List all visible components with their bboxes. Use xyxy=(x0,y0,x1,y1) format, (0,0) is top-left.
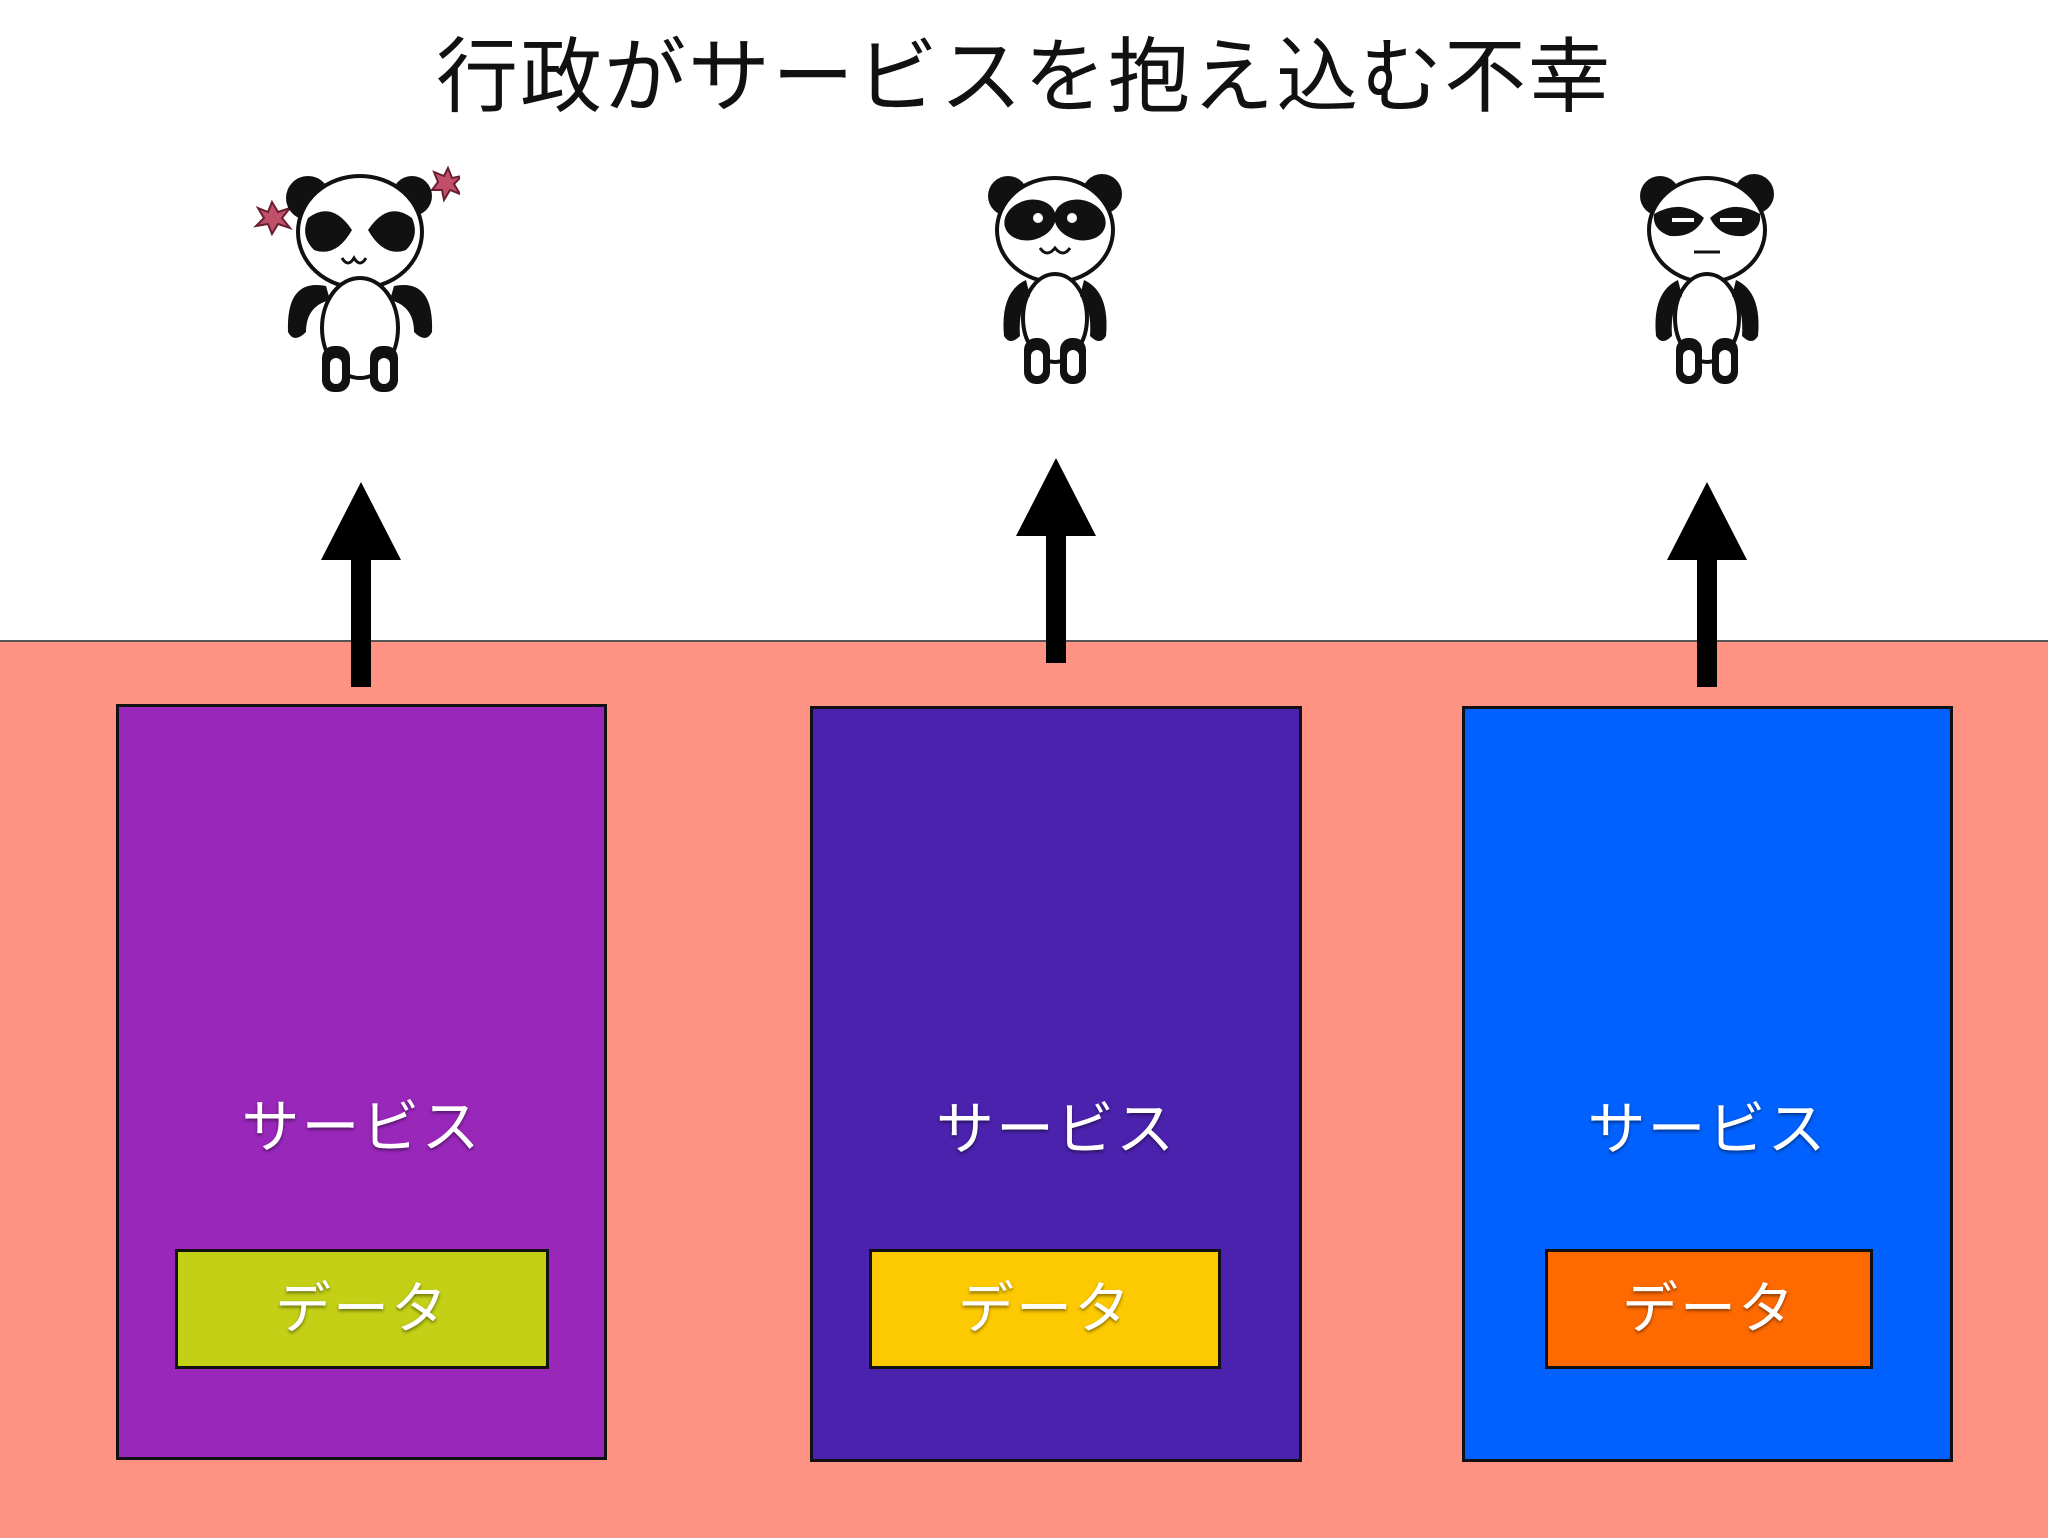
data-label: データ xyxy=(958,1277,1132,1342)
data-label: データ xyxy=(1622,1277,1796,1342)
data-box-2: データ xyxy=(869,1249,1221,1369)
panda-happy-icon xyxy=(988,174,1122,384)
up-arrow-icon xyxy=(1016,458,1096,663)
service-box-2: サービス データ xyxy=(810,706,1302,1462)
service-label: サービス xyxy=(935,1095,1176,1163)
data-box-1: データ xyxy=(175,1249,549,1369)
service-box-3: サービス データ xyxy=(1462,706,1953,1462)
panda-angry-icon xyxy=(253,165,460,392)
slide-title: 行政がサービスを抱え込む不幸 xyxy=(435,30,1612,125)
up-arrow-icon xyxy=(1667,482,1747,687)
data-label: データ xyxy=(275,1277,449,1342)
up-arrow-icon xyxy=(321,482,401,687)
panda-displeased-icon xyxy=(1640,174,1774,384)
service-label: サービス xyxy=(241,1093,482,1161)
data-box-3: データ xyxy=(1545,1249,1873,1369)
service-box-1: サービス データ xyxy=(116,704,607,1460)
service-label: サービス xyxy=(1587,1095,1828,1163)
